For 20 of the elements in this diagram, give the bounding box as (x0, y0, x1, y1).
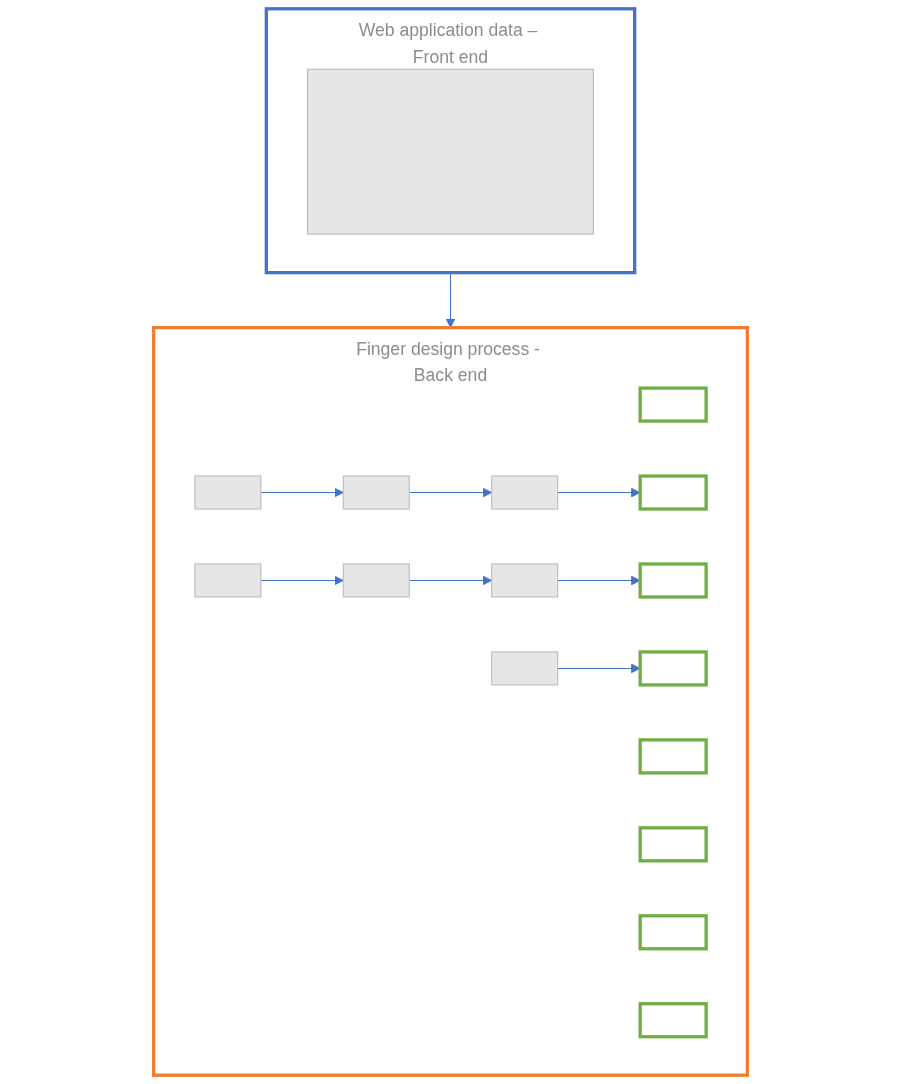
node-box (638, 826, 708, 863)
node-box (638, 650, 708, 687)
node-picture (342, 475, 410, 510)
node-picture (342, 563, 410, 598)
node-box (307, 68, 594, 235)
node-picture (491, 475, 559, 510)
node-picture (194, 475, 262, 510)
node-box (638, 738, 708, 775)
arrow (260, 575, 344, 586)
arrow (260, 487, 344, 498)
node-box (638, 562, 708, 599)
node-box (638, 1002, 708, 1039)
node-box (638, 474, 708, 511)
cluster: Web application data – Front end (264, 7, 637, 275)
node-box (638, 386, 708, 423)
cluster: Finger design process - Back end (152, 325, 749, 1077)
node-picture (491, 651, 559, 686)
node-box (638, 914, 708, 951)
node-picture (491, 563, 559, 598)
node-picture (194, 563, 262, 598)
